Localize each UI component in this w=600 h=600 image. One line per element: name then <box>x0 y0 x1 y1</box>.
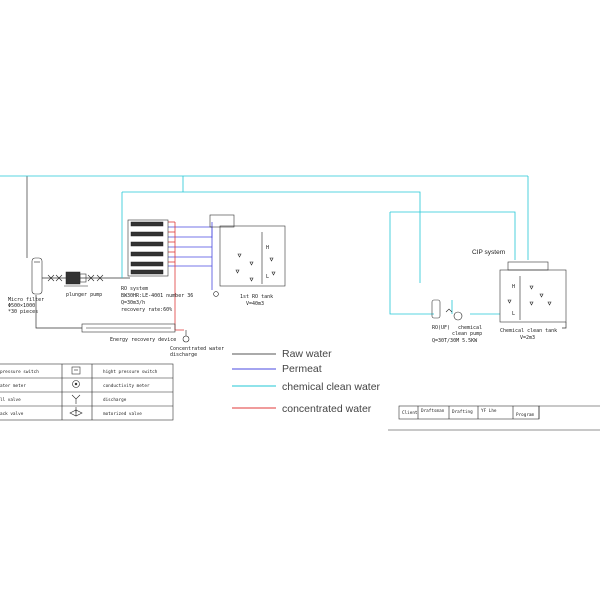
concentrated-pipes <box>168 221 184 331</box>
concentrated-discharge-label-1: Concentrated water <box>170 346 224 352</box>
concentrated-discharge-label-2: discharge <box>170 352 197 358</box>
chem-tank-label-1: Chemical clean tank <box>500 328 557 334</box>
energy-recovery-label: Energy recovery device <box>110 337 176 343</box>
line-legend-permeat: Permeat <box>282 363 322 375</box>
chem-pump-label-1: chemical <box>458 325 482 331</box>
red-concentrate-line <box>174 222 184 331</box>
chemical-clean-pump <box>445 308 463 321</box>
micro-filter <box>31 257 43 295</box>
discharge-icon <box>71 394 81 404</box>
chemical-clean-pipes <box>0 175 529 315</box>
energy-recovery-device <box>81 323 176 333</box>
title-draftsman: Draftsman <box>421 408 445 414</box>
title-program: Program <box>516 412 535 418</box>
pressure-switch-icon <box>71 366 81 375</box>
line-legend-concentrated: concentrated water <box>282 403 372 415</box>
ro-uf-label: RO(UF) <box>432 325 450 331</box>
title-block <box>388 405 600 431</box>
micro-filter-label-1: Micro filter <box>8 297 44 303</box>
legend-left-2: ater meter <box>0 383 26 389</box>
symbol-legend-table <box>0 363 174 421</box>
micro-filter-label-2: Φ500×1000 <box>8 303 35 309</box>
title-drafting: Drafting <box>452 409 473 415</box>
chemical-clean-tank <box>499 261 567 329</box>
title-drafting-value: YF Lhe <box>481 408 497 414</box>
legend-left-1: pressure switch <box>0 369 39 375</box>
water-meter-icon <box>72 380 80 388</box>
cyan-header-2 <box>122 191 421 283</box>
ro-system-label-4: recovery rate:60% <box>121 307 172 313</box>
cyan-cip-left-drop <box>389 212 434 315</box>
legend-left-4: ack valve <box>0 411 24 417</box>
ro-tank-level-l: L <box>266 274 269 280</box>
legend-left-3: ll valve <box>0 397 21 403</box>
ro-membrane-rack <box>127 219 169 277</box>
legend-right-2: conductivity meter <box>103 383 150 389</box>
filter-return-pipe <box>35 295 82 329</box>
legend-right-3: discharge <box>103 397 127 403</box>
chem-tank-level-l: L <box>512 311 515 317</box>
chem-tank-level-h: H <box>512 284 515 290</box>
cyan-cip-header <box>390 211 516 260</box>
ro-tank-label-1: 1st RO tank <box>240 294 273 300</box>
ro-tank-level-h: H <box>266 245 269 251</box>
ro-tank <box>209 214 286 297</box>
legend-right-4: motorized valve <box>103 411 142 417</box>
legend-right-1: hight pressure switch <box>103 369 158 375</box>
motorized-valve-icon <box>69 407 83 417</box>
title-client: Client <box>402 410 418 416</box>
chem-pump-label-3: Q=30T/30M 5.5KW <box>432 338 478 344</box>
micro-filter-label-3: *30 pieces <box>8 309 38 315</box>
ro-system-label-3: Q=30m3/h <box>121 300 145 306</box>
ro-tank-label-2: V=40m3 <box>246 301 264 307</box>
ro-system-label-1: RO system <box>121 286 148 292</box>
line-legend-chemical: chemical clean water <box>282 381 381 393</box>
plunger-pump-label: plunger pump <box>66 292 102 298</box>
ro-uf-filter <box>431 299 441 319</box>
line-legend-raw-water: Raw water <box>282 348 332 360</box>
concentrate-discharge-valve <box>182 330 190 343</box>
line-legend <box>232 353 276 409</box>
chem-pump-label-2: clean pump <box>452 331 482 337</box>
raw-water-pipes <box>26 176 130 329</box>
plunger-pump <box>64 271 88 287</box>
inlet-valves <box>47 274 104 282</box>
ro-system-label-2: BW30HR:LE-4001 number 36 <box>121 293 193 299</box>
chem-tank-label-2: V=2m3 <box>520 335 535 341</box>
cip-system-title: CIP system <box>472 249 505 256</box>
